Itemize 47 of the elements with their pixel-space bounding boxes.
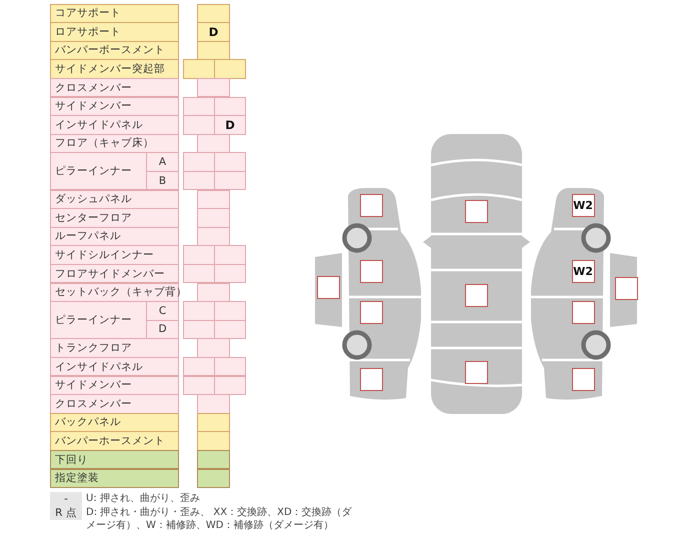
value-cell: D xyxy=(214,115,246,135)
legend-key: - xyxy=(50,492,82,506)
part-name-cell: センターフロア xyxy=(50,208,179,228)
part-name-cell: インサイドパネル xyxy=(50,115,179,135)
sub-part-cell: C xyxy=(146,301,179,321)
sub-part-cell: A xyxy=(146,152,179,172)
part-name-cell: ピラーインナー xyxy=(50,152,147,190)
legend-text: U: 押され、曲がり、歪み xyxy=(86,492,201,505)
part-name-cell: セットバック（キャブ背） xyxy=(50,282,179,302)
inspection-box xyxy=(572,300,594,324)
inspection-box xyxy=(614,276,638,300)
part-name-cell: 下回り xyxy=(50,450,179,470)
part-name-cell: フロアサイドメンバー xyxy=(50,264,179,284)
part-name-cell: サイドメンバー突起部 xyxy=(50,59,179,79)
inspection-box xyxy=(464,360,488,384)
part-name-cell: クロスメンバー xyxy=(50,394,179,414)
part-name-cell: ルーフパネル xyxy=(50,226,179,246)
part-name-cell: クロスメンバー xyxy=(50,78,179,98)
part-name-cell: インサイドパネル xyxy=(50,356,179,376)
part-name-cell: バックパネル xyxy=(50,412,179,432)
sub-part-cell: B xyxy=(146,170,179,190)
part-name-cell: ロアサポート xyxy=(50,22,179,42)
part-name-cell: トランクフロア xyxy=(50,338,179,358)
part-name-cell: コアサポート xyxy=(50,4,179,24)
inspection-box xyxy=(464,200,488,222)
inspection-box xyxy=(360,194,382,216)
part-name-cell: サイドシルインナー xyxy=(50,245,179,265)
legend-key: R 点 xyxy=(50,506,82,520)
part-name-cell: ピラーインナー xyxy=(50,301,147,340)
sub-part-cell: D xyxy=(146,320,179,340)
part-name-cell: バンパーホースメント xyxy=(50,431,179,451)
inspection-box xyxy=(360,368,382,390)
inspection-box xyxy=(360,260,382,282)
part-name-cell: 指定塗装 xyxy=(50,468,179,488)
part-name-cell: ダッシュパネル xyxy=(50,190,179,210)
inspection-box xyxy=(360,300,382,324)
part-name-cell: フロア（キャブ床） xyxy=(50,134,179,154)
legend-text: D: 押され・曲がり・歪み、 XX：交換跡、XD：交換跡（ダメージ有）、W：補修跡、WD：補修跡（ダメージ有） xyxy=(86,506,353,532)
inspection-box xyxy=(572,368,594,390)
part-name-cell: サイドメンバー xyxy=(50,376,179,396)
inspection-box xyxy=(316,276,340,298)
value-cell: D xyxy=(197,22,230,42)
part-name-cell: サイドメンバー xyxy=(50,96,179,116)
part-name-cell: バンパーボースメント xyxy=(50,40,179,60)
damage-mark-box: W2 xyxy=(572,260,594,282)
damage-mark-box: W2 xyxy=(572,194,594,216)
inspection-box xyxy=(464,284,488,306)
